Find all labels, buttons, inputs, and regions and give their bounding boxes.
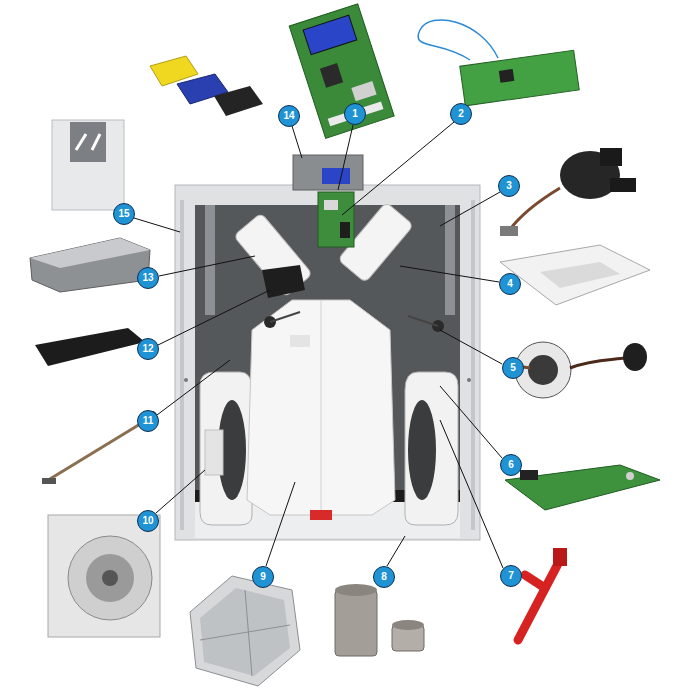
connector-plugs-part — [150, 56, 263, 116]
radio-pcb-part — [418, 20, 579, 106]
callout-text: 9 — [260, 572, 266, 582]
callout-number: 1 — [344, 103, 366, 125]
callout-text: 8 — [381, 572, 387, 582]
seal-strip-part — [35, 328, 145, 366]
callout-number: 15 — [113, 203, 135, 225]
condensate-pipe-part — [518, 548, 567, 640]
leader-lines — [134, 122, 503, 568]
unit-housing — [175, 155, 480, 540]
cover-part — [30, 238, 150, 292]
filter-part — [190, 576, 300, 686]
callout-text: 13 — [142, 273, 153, 283]
callout-text: 7 — [508, 571, 514, 581]
callout-text: 10 — [142, 516, 153, 526]
callout-text: 12 — [142, 344, 153, 354]
duct-connector-part — [335, 584, 424, 656]
main-pcb-part — [289, 4, 394, 138]
callout-number: 3 — [498, 175, 520, 197]
callout-text: 15 — [118, 209, 129, 219]
callout-text: 1 — [352, 109, 358, 119]
callout-number: 8 — [373, 566, 395, 588]
wall-bracket-part — [52, 120, 124, 210]
callout-text: 2 — [458, 109, 464, 119]
callout-number: 10 — [137, 510, 159, 532]
sensor-pcb-part — [505, 465, 660, 510]
callout-text: 4 — [507, 279, 513, 289]
callout-number: 6 — [500, 454, 522, 476]
fan-housing-part — [48, 515, 160, 637]
callout-number: 4 — [499, 273, 521, 295]
callout-number: 13 — [137, 267, 159, 289]
callout-number: 11 — [137, 410, 159, 432]
callout-number: 7 — [500, 565, 522, 587]
callout-number: 9 — [252, 566, 274, 588]
callout-number: 5 — [502, 357, 524, 379]
callout-text: 6 — [508, 460, 514, 470]
callout-text: 14 — [283, 111, 294, 121]
callout-number: 12 — [137, 338, 159, 360]
callout-text: 11 — [143, 416, 154, 426]
pressure-sensor-part — [510, 342, 647, 398]
sensor-plug-part — [500, 148, 636, 236]
callout-number: 2 — [450, 103, 472, 125]
tray-part — [500, 245, 650, 305]
callout-number: 14 — [278, 105, 300, 127]
callout-text: 5 — [510, 363, 516, 373]
callout-text: 3 — [506, 181, 512, 191]
